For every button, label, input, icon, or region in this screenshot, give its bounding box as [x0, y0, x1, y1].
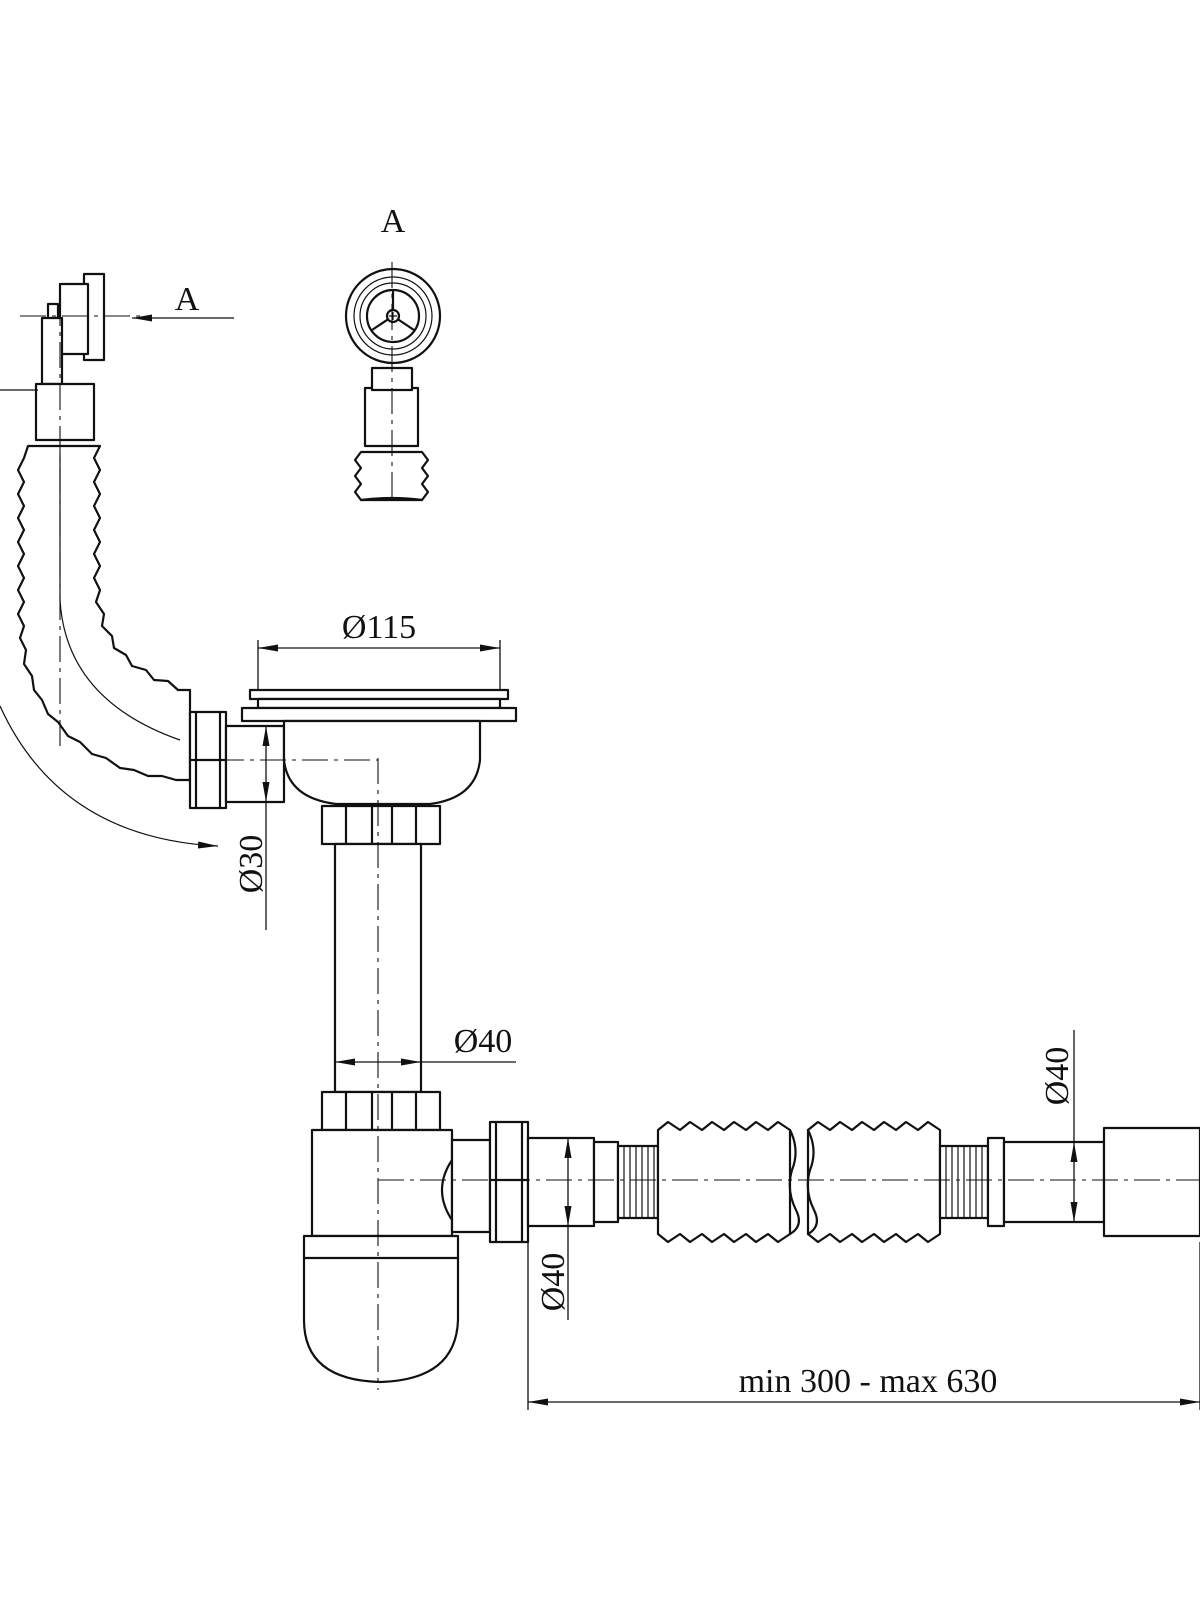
dimensions — [132, 314, 1200, 1410]
overflow-corrugated-hose — [16, 444, 192, 782]
bottle-trap — [302, 1120, 620, 1384]
sink-flange — [248, 688, 510, 701]
outlet-corrugated-hose — [656, 1120, 792, 1244]
strainer-bowl — [282, 719, 482, 806]
view-a-detail: A — [344, 203, 442, 502]
outlet-diameter-label: Ø40 — [535, 1253, 572, 1312]
drain-diameter-label: Ø40 — [1039, 1047, 1076, 1106]
center-lines — [20, 262, 1200, 1390]
length-range-label: min 300 - max 630 — [739, 1363, 998, 1400]
overflow-assembly — [0, 272, 286, 849]
standpipe-diameter-label: Ø40 — [454, 1023, 513, 1060]
drain-pipe — [1102, 1126, 1200, 1238]
upper-nut — [320, 804, 442, 846]
outlet-hose — [616, 1120, 1200, 1244]
dimension-labels: A Ø115 Ø30 Ø40 Ø40 Ø40 min 300 - max 630 — [175, 281, 1076, 1400]
trap-cup — [302, 1234, 460, 1384]
outlet-corrugated-hose-right — [806, 1120, 942, 1244]
strainer-and-standpipe — [240, 688, 518, 1132]
bowl-diameter-label: Ø115 — [342, 609, 416, 646]
overflow-diameter-label: Ø30 — [233, 835, 270, 894]
lower-nut — [320, 1090, 442, 1132]
view-a-marker-label: A — [175, 281, 200, 318]
view-title: A — [381, 203, 406, 240]
